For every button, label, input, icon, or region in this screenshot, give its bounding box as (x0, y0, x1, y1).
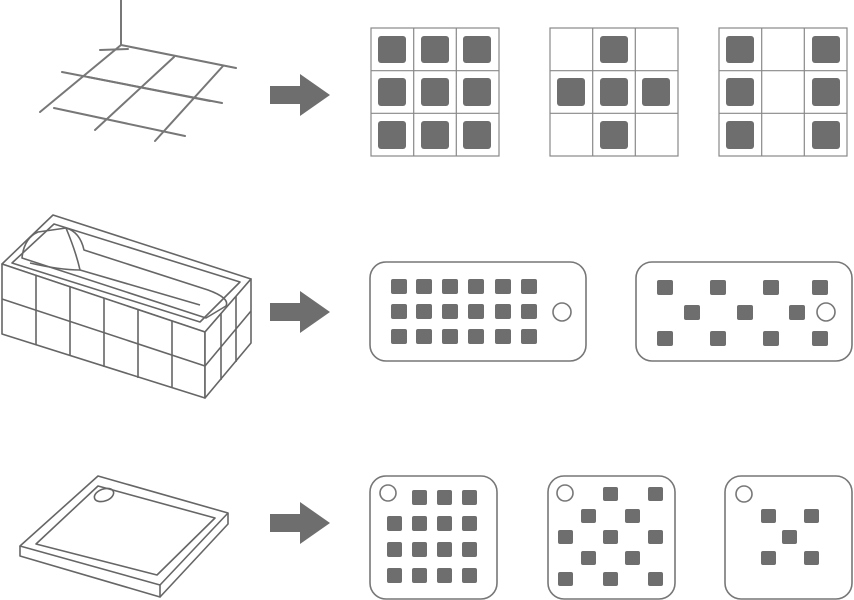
bath-mat-sparse-icon (635, 261, 853, 362)
bath-mat-dense-icon (369, 261, 587, 362)
shower-mat-checker-icon (547, 475, 676, 600)
right-arrow-icon (270, 502, 330, 544)
tile-grid-columns-icon (718, 27, 848, 157)
right-arrow-icon (270, 74, 330, 116)
bathtub-icon (1, 214, 252, 399)
tile-grid-full-icon (370, 27, 500, 157)
shower-mat-x-icon (724, 475, 853, 600)
right-arrow-icon (270, 291, 330, 333)
shower-tray-icon (19, 475, 229, 598)
shower-mat-dense-icon (369, 475, 498, 600)
tile-grid-cross-icon (549, 27, 679, 157)
floor-grid-icon (39, 0, 237, 142)
